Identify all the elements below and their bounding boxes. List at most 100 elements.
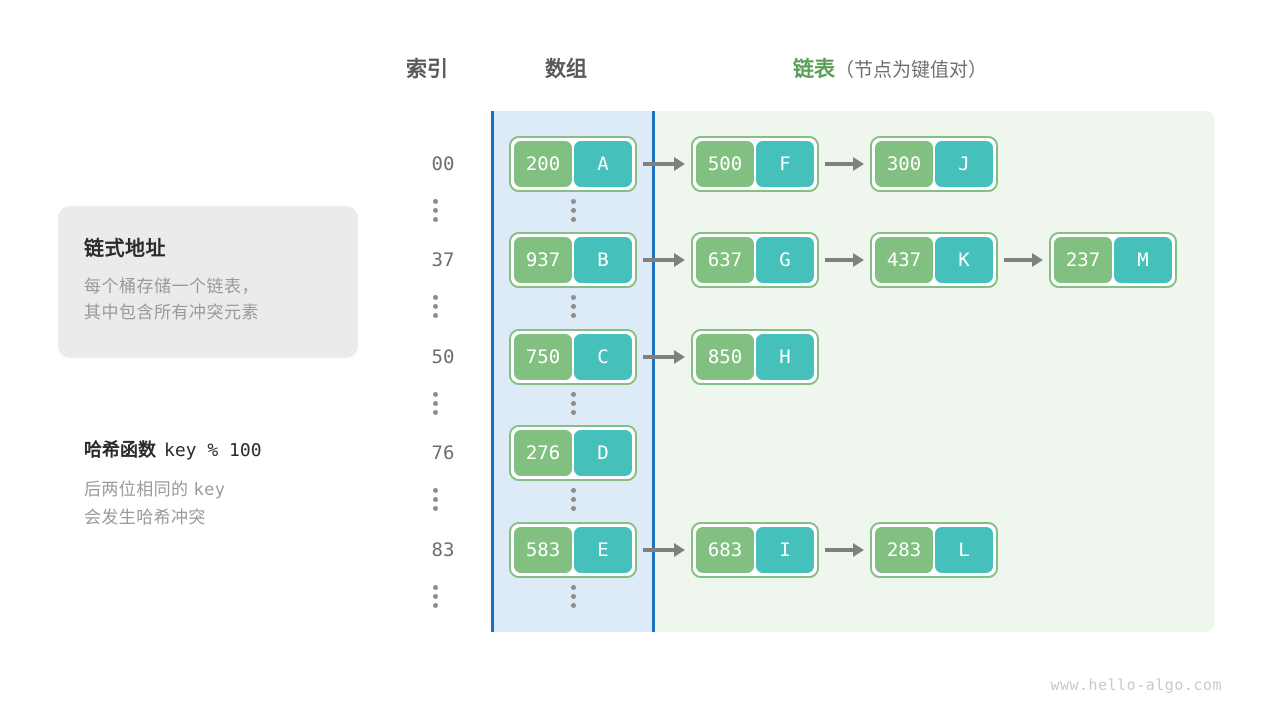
hash-function-desc-code: key bbox=[193, 480, 226, 500]
ellipsis-dot bbox=[432, 294, 438, 300]
kv-node-value: H bbox=[756, 334, 814, 380]
kv-node-value: D bbox=[574, 430, 632, 476]
ellipsis-dot bbox=[570, 505, 576, 511]
index-ellipsis bbox=[425, 194, 445, 226]
ellipsis-dot bbox=[432, 496, 438, 502]
kv-node-key: 200 bbox=[514, 141, 572, 187]
ellipsis-dot bbox=[570, 602, 576, 608]
kv-node-key: 500 bbox=[696, 141, 754, 187]
kv-node-value: G bbox=[756, 237, 814, 283]
bucket-index-label: 50 bbox=[431, 346, 455, 368]
info-card-title: 链式地址 bbox=[84, 238, 166, 260]
ellipsis-dot bbox=[432, 584, 438, 590]
ellipsis-dot bbox=[570, 216, 576, 222]
kv-node-key: 276 bbox=[514, 430, 572, 476]
ellipsis-dot bbox=[570, 496, 576, 502]
ellipsis-dot bbox=[432, 487, 438, 493]
kv-node-key: 583 bbox=[514, 527, 572, 573]
ellipsis-dot bbox=[432, 198, 438, 204]
array-ellipsis bbox=[563, 194, 583, 226]
bucket-index-label: 83 bbox=[431, 539, 455, 561]
chain-arrow-icon bbox=[825, 136, 864, 192]
bucket-index-label: 00 bbox=[431, 153, 455, 175]
array-ellipsis bbox=[563, 387, 583, 419]
ellipsis-dot bbox=[432, 505, 438, 511]
ellipsis-dot bbox=[570, 303, 576, 309]
kv-node-value: L bbox=[935, 527, 993, 573]
chain-arrow-icon bbox=[643, 136, 685, 192]
ellipsis-dot bbox=[570, 487, 576, 493]
arrow-shaft bbox=[825, 548, 853, 552]
kv-node-key: 637 bbox=[696, 237, 754, 283]
index-ellipsis bbox=[425, 290, 445, 322]
arrow-shaft bbox=[643, 355, 674, 359]
arrow-head bbox=[1032, 253, 1043, 267]
kv-node-value: C bbox=[574, 334, 632, 380]
kv-node-value: F bbox=[756, 141, 814, 187]
kv-node-value: E bbox=[574, 527, 632, 573]
kv-node-key: 283 bbox=[875, 527, 933, 573]
info-card: 链式地址 每个桶存储一个链表， 其中包含所有冲突元素 bbox=[58, 206, 358, 358]
ellipsis-dot bbox=[570, 294, 576, 300]
arrow-head bbox=[674, 543, 685, 557]
arrow-shaft bbox=[643, 548, 674, 552]
bucket-index-label: 76 bbox=[431, 442, 455, 464]
kv-node-key: 437 bbox=[875, 237, 933, 283]
arrow-shaft bbox=[643, 162, 674, 166]
ellipsis-dot bbox=[432, 409, 438, 415]
chain-arrow-icon bbox=[825, 522, 864, 578]
kv-node-key: 937 bbox=[514, 237, 572, 283]
column-header-array: 数组 bbox=[545, 58, 587, 81]
ellipsis-dot bbox=[570, 198, 576, 204]
arrow-head bbox=[674, 157, 685, 171]
kv-node-key: 237 bbox=[1054, 237, 1112, 283]
hash-function-desc-line-1: 后两位相同的 bbox=[84, 480, 194, 499]
ellipsis-dot bbox=[432, 593, 438, 599]
kv-node-key: 683 bbox=[696, 527, 754, 573]
column-header-linked-list-strong: 链表 bbox=[793, 58, 835, 81]
arrow-head bbox=[853, 157, 864, 171]
ellipsis-dot bbox=[432, 391, 438, 397]
ellipsis-dot bbox=[570, 409, 576, 415]
ellipsis-dot bbox=[570, 207, 576, 213]
chain-arrow-icon bbox=[643, 232, 685, 288]
array-ellipsis bbox=[563, 483, 583, 515]
ellipsis-dot bbox=[570, 391, 576, 397]
column-header-linked-list: 链表（节点为键值对） bbox=[793, 53, 987, 83]
index-ellipsis bbox=[425, 580, 445, 612]
bucket-index-label: 37 bbox=[431, 249, 455, 271]
hash-function-label: 哈希函数 bbox=[84, 440, 156, 460]
kv-node-key: 300 bbox=[875, 141, 933, 187]
arrow-shaft bbox=[643, 258, 674, 262]
kv-node-value: M bbox=[1114, 237, 1172, 283]
kv-node-key: 850 bbox=[696, 334, 754, 380]
arrow-head bbox=[853, 543, 864, 557]
info-card-line-2: 其中包含所有冲突元素 bbox=[84, 303, 259, 323]
ellipsis-dot bbox=[432, 207, 438, 213]
index-ellipsis bbox=[425, 483, 445, 515]
info-card-body: 每个桶存储一个链表， 其中包含所有冲突元素 bbox=[84, 274, 358, 327]
index-ellipsis bbox=[425, 387, 445, 419]
arrow-head bbox=[853, 253, 864, 267]
column-header-index: 索引 bbox=[406, 58, 448, 81]
ellipsis-dot bbox=[432, 303, 438, 309]
chain-arrow-icon bbox=[1004, 232, 1043, 288]
chain-arrow-icon bbox=[643, 522, 685, 578]
ellipsis-dot bbox=[570, 400, 576, 406]
arrow-head bbox=[674, 350, 685, 364]
